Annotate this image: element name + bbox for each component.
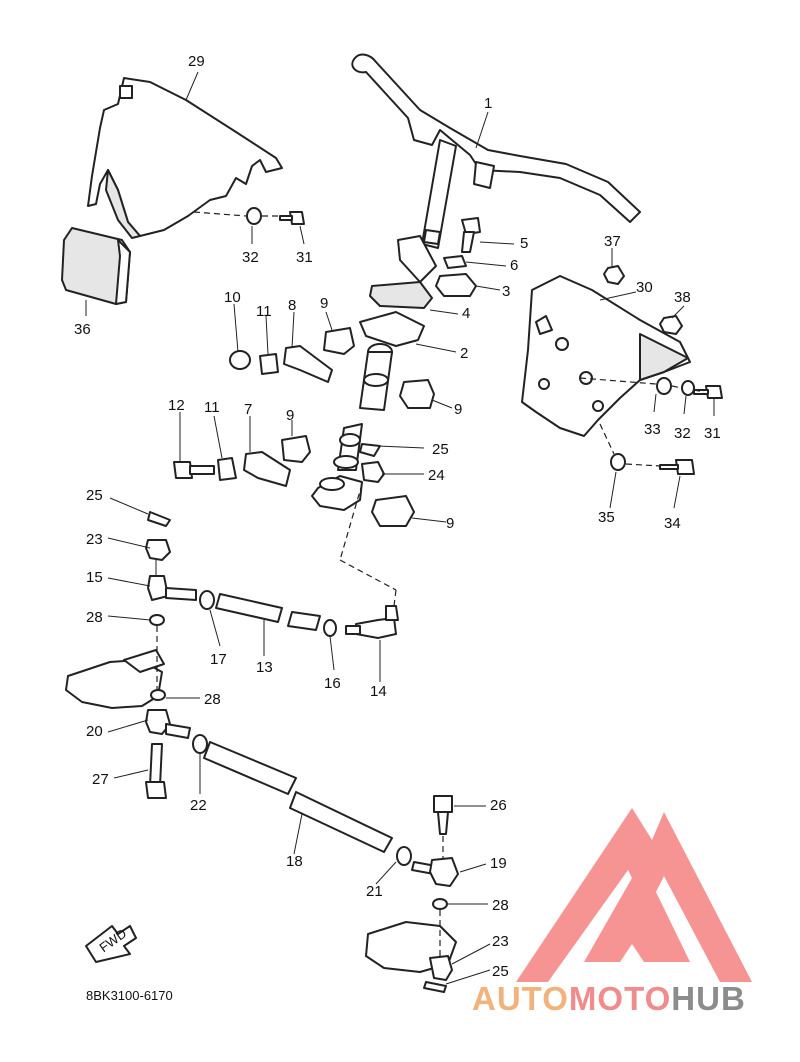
watermark-triangle-icon bbox=[516, 808, 752, 982]
callout-24: 24 bbox=[428, 467, 445, 484]
callout-32-a: 32 bbox=[242, 249, 259, 266]
callout-28-b: 28 bbox=[204, 691, 221, 708]
callout-19: 19 bbox=[490, 855, 507, 872]
watermark-text: AUTOMOTOHUB bbox=[472, 980, 746, 1017]
callout-29: 29 bbox=[188, 53, 205, 70]
callout-10: 10 bbox=[224, 289, 241, 306]
callout-35: 35 bbox=[598, 509, 615, 526]
callout-labels: 1 2 3 4 5 6 7 8 9 9 9 9 10 11 11 12 13 1… bbox=[74, 53, 721, 980]
callout-31-a: 31 bbox=[296, 249, 313, 266]
watermark-hub: HUB bbox=[671, 980, 746, 1017]
callout-5: 5 bbox=[520, 235, 528, 252]
fwd-arrow-icon: FWD bbox=[85, 925, 137, 963]
callout-33: 33 bbox=[644, 421, 661, 438]
drawing-code: 8BK3100-6170 bbox=[86, 988, 173, 1003]
callout-9-c: 9 bbox=[286, 407, 294, 424]
watermark-logo bbox=[516, 808, 752, 982]
callout-27: 27 bbox=[92, 771, 109, 788]
callout-20: 20 bbox=[86, 723, 103, 740]
callout-12: 12 bbox=[168, 397, 185, 414]
callout-31-b: 31 bbox=[704, 425, 721, 442]
callout-22: 22 bbox=[190, 797, 207, 814]
callout-7: 7 bbox=[244, 401, 252, 418]
steering-column-part bbox=[311, 311, 425, 511]
callout-21: 21 bbox=[366, 883, 383, 900]
callout-25-a: 25 bbox=[432, 441, 449, 458]
callout-18: 18 bbox=[286, 853, 303, 870]
cowl-cover-part bbox=[87, 77, 283, 239]
callout-37: 37 bbox=[604, 233, 621, 250]
callout-6: 6 bbox=[510, 257, 518, 274]
tie-rod-lower-part bbox=[145, 709, 459, 993]
svg-text:AUTOMOTOHUB: AUTOMOTOHUB bbox=[472, 980, 746, 1017]
callout-2: 2 bbox=[460, 345, 468, 362]
callout-9-d: 9 bbox=[446, 515, 454, 532]
lens-part bbox=[61, 227, 131, 305]
tie-rod-upper-part bbox=[65, 511, 399, 709]
callout-36: 36 bbox=[74, 321, 91, 338]
callout-28-a: 28 bbox=[86, 609, 103, 626]
callout-23-a: 23 bbox=[86, 531, 103, 548]
callout-13: 13 bbox=[256, 659, 273, 676]
fasteners-right bbox=[246, 207, 723, 475]
callout-32-b: 32 bbox=[674, 425, 691, 442]
callout-34: 34 bbox=[664, 515, 681, 532]
callout-25-b: 25 bbox=[86, 487, 103, 504]
callout-3: 3 bbox=[502, 283, 510, 300]
callout-16: 16 bbox=[324, 675, 341, 692]
callout-11-a: 11 bbox=[256, 303, 272, 320]
side-cover-part bbox=[521, 275, 691, 437]
callout-15: 15 bbox=[86, 569, 103, 586]
callout-30: 30 bbox=[636, 279, 653, 296]
callout-17: 17 bbox=[210, 651, 227, 668]
leader-lines bbox=[85, 71, 715, 985]
callout-28-c: 28 bbox=[492, 897, 509, 914]
handlebar-part bbox=[351, 53, 641, 283]
callout-1: 1 bbox=[484, 95, 492, 112]
callout-4: 4 bbox=[462, 305, 470, 322]
callout-8: 8 bbox=[288, 297, 296, 314]
watermark-moto: MOTO bbox=[569, 980, 671, 1017]
clamps-upper bbox=[369, 217, 481, 309]
callout-9-b: 9 bbox=[454, 401, 462, 418]
bushings-part bbox=[173, 327, 435, 527]
watermark-auto: AUTO bbox=[472, 980, 569, 1017]
callout-23-b: 23 bbox=[492, 933, 509, 950]
callout-26: 26 bbox=[490, 797, 507, 814]
callout-25-c: 25 bbox=[492, 963, 509, 980]
callout-38: 38 bbox=[674, 289, 691, 306]
callout-9-a: 9 bbox=[320, 295, 328, 312]
callout-11-b: 11 bbox=[204, 399, 220, 416]
callout-14: 14 bbox=[370, 683, 387, 700]
